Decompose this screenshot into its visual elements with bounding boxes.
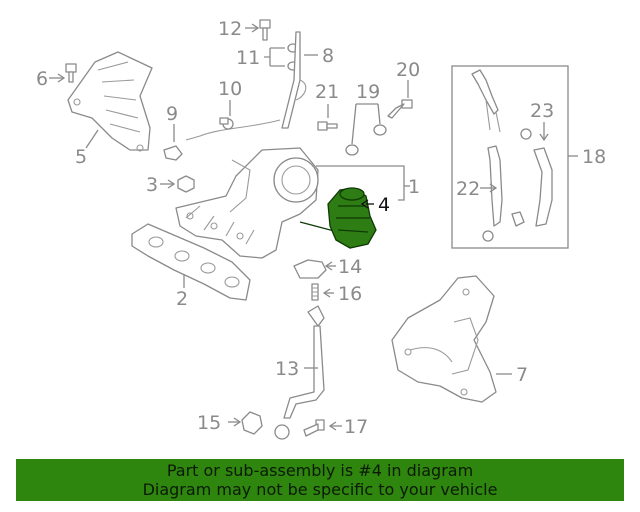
heat-shield-upper [67,51,153,152]
callout-14: 14 [338,256,362,278]
heat-shield-lower-7 [391,275,497,403]
callout-1: 1 [408,176,420,198]
callout-7: 7 [516,364,528,386]
callout-13: 13 [275,358,299,380]
gasket-15 [241,411,263,435]
kit-box-18 [451,65,569,249]
callout-20: 20 [396,59,420,81]
banjo-bolt-10 [219,117,234,130]
manifold-gasket-2 [131,223,251,301]
callout-18: 18 [582,146,606,168]
callout-4: 4 [378,194,390,216]
callout-9: 9 [166,103,178,125]
callout-11: 11 [236,47,260,69]
callout-19: 19 [356,81,380,103]
callout-5: 5 [75,146,87,168]
callout-12: 12 [218,18,242,40]
nut-3 [177,175,195,193]
callout-15: 15 [197,412,221,434]
callout-23: 23 [530,100,554,122]
callout-3: 3 [146,174,158,196]
banner-line-2: Diagram may not be specific to your vehi… [142,480,498,499]
callout-22: 22 [456,178,480,200]
stud-16 [311,283,319,301]
bolt-20 [387,99,413,119]
callout-8: 8 [322,45,334,67]
bolt-21 [317,121,338,131]
gasket-9 [163,145,183,161]
banner-line-1: Part or sub-assembly is #4 in diagram [166,461,474,480]
callout-16: 16 [338,283,362,305]
gasket-14 [293,259,327,279]
oil-feed-pipe-8 [185,31,307,141]
hose-23 [511,128,553,227]
bolt-12 [259,19,271,41]
callout-21: 21 [315,81,339,103]
callout-10: 10 [218,78,242,100]
bolt-6 [65,63,77,83]
callout-17: 17 [344,416,368,438]
info-banner: Part or sub-assembly is #4 in diagram Di… [16,459,624,501]
washers-19 [345,124,387,156]
callout-2: 2 [176,288,188,310]
hose-assembly-22 [471,69,503,242]
turbocharger-1 [175,147,319,259]
bolt-17 [303,419,325,437]
callout-6: 6 [36,68,48,90]
oil-return-pipe-13 [274,305,325,440]
parts-diagram: 5 6 12 11 8 10 9 3 [36,18,606,440]
